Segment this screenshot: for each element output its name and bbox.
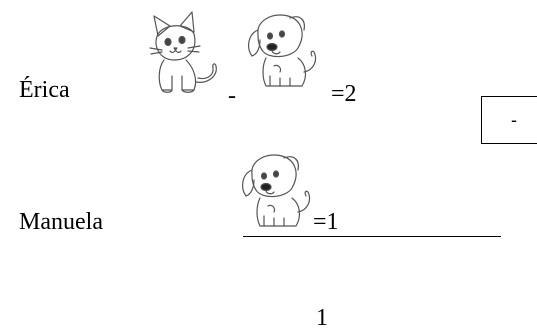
puppy-icon [244, 10, 326, 96]
name-erica: Érica [19, 78, 70, 102]
answer-box: - [481, 96, 537, 144]
page-number: 1 [316, 306, 328, 330]
minus-sign: - [228, 84, 236, 108]
answer-box-label: - [511, 110, 517, 131]
answer-underline [243, 236, 501, 237]
result-row1: =2 [331, 82, 357, 106]
puppy-icon-row2 [238, 150, 320, 236]
name-manuela: Manuela [19, 210, 103, 234]
kitten-icon [142, 6, 226, 94]
result-row2: =1 [313, 210, 339, 234]
